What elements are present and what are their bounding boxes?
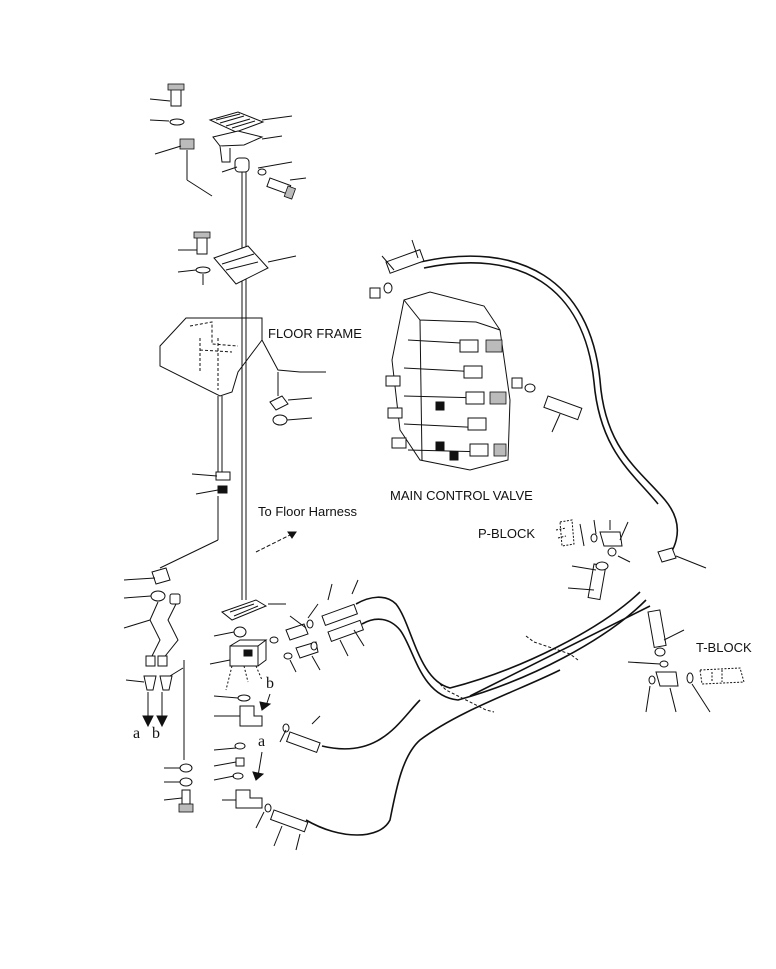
to-floor-harness-label: To Floor Harness (258, 504, 357, 519)
hose-routes (255, 255, 679, 851)
ref-b-lower: b (152, 725, 160, 742)
t-block: T-BLOCK (627, 547, 752, 713)
floor-frame: FLOOR FRAME (159, 317, 362, 426)
pedal-assembly (149, 83, 307, 600)
main-control-valve: MAIN CONTROL VALVE (369, 239, 583, 503)
ref-a-right: a (258, 733, 265, 750)
floor-frame-label: FLOOR FRAME (268, 326, 362, 341)
p-block-label: P-BLOCK (478, 526, 535, 541)
ppc-valve-block: b a (163, 579, 365, 813)
t-block-label: T-BLOCK (696, 640, 752, 655)
pedal-switch-harness: To Floor Harness a b (123, 396, 357, 742)
p-block: P-BLOCK (478, 519, 631, 601)
main-control-valve-label: MAIN CONTROL VALVE (390, 488, 533, 503)
ref-b-right: b (266, 675, 274, 692)
ref-a-lower: a (133, 725, 140, 742)
